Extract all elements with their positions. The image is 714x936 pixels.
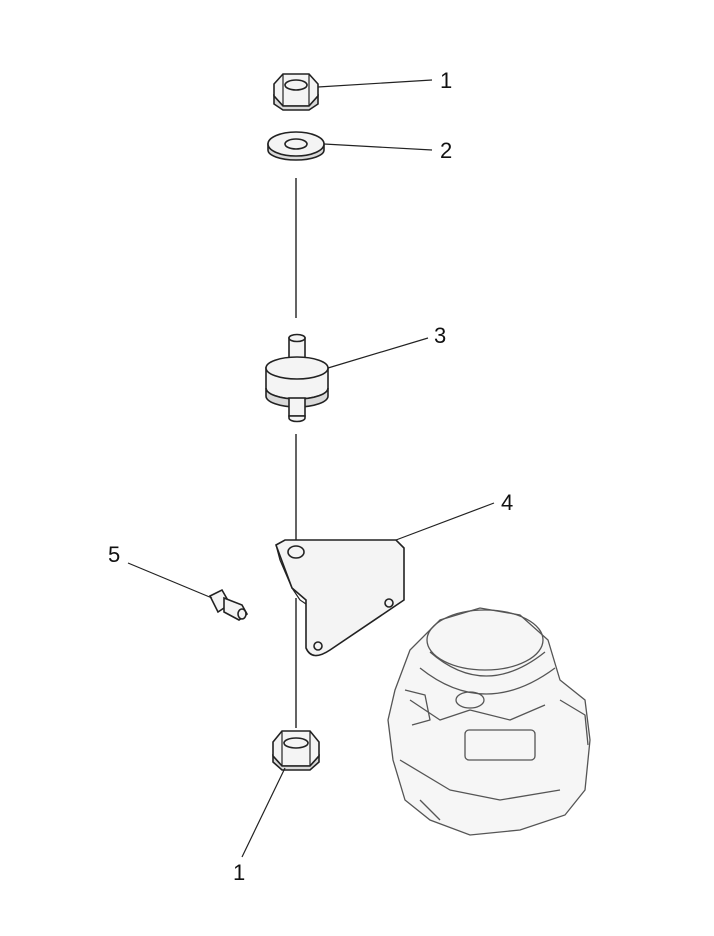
shoulder-screw bbox=[208, 588, 249, 621]
leader-2 bbox=[323, 143, 433, 151]
hex-nut-bottom bbox=[272, 730, 320, 771]
callout-1-top: 1 bbox=[440, 68, 452, 93]
callout-2: 2 bbox=[440, 138, 452, 163]
rubber-isolator-mount bbox=[265, 333, 329, 423]
callout-3: 3 bbox=[434, 323, 446, 348]
hex-nut-top bbox=[273, 73, 319, 111]
leader-1-top bbox=[317, 79, 433, 88]
carburetor-outline bbox=[387, 607, 591, 836]
leader-1-bottom bbox=[241, 767, 286, 858]
flat-washer bbox=[267, 131, 325, 161]
leader-5 bbox=[127, 562, 213, 599]
callout-4: 4 bbox=[501, 490, 513, 515]
leader-3 bbox=[327, 337, 429, 369]
mounting-bracket bbox=[275, 539, 405, 657]
callout-5: 5 bbox=[108, 542, 120, 567]
callout-1-bottom: 1 bbox=[233, 860, 245, 885]
leader-4 bbox=[395, 502, 495, 541]
